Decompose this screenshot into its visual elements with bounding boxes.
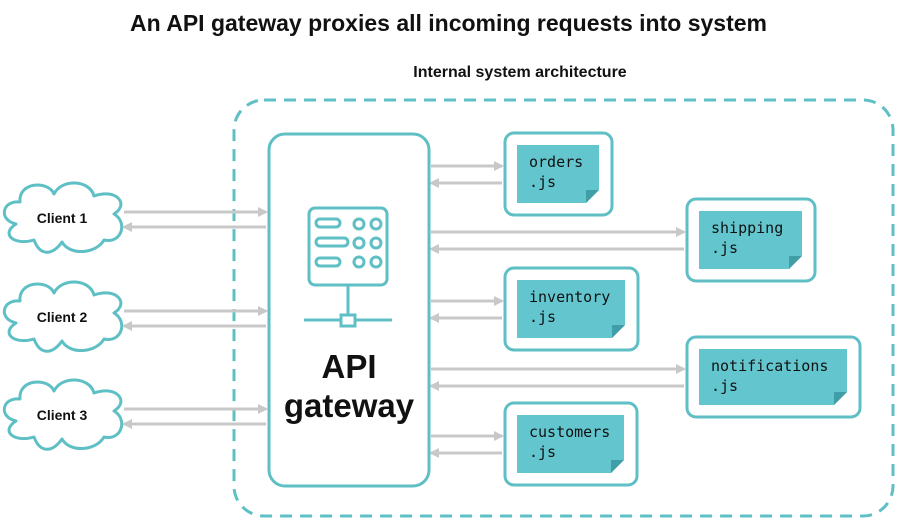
client-2: Client 2: [3, 280, 124, 353]
note-icon: [517, 415, 624, 473]
client-label: Client 3: [37, 407, 88, 423]
service-name: inventory: [529, 288, 610, 306]
client-label: Client 2: [37, 309, 88, 325]
client-3: Client 3: [3, 378, 124, 451]
note-fold: [611, 460, 624, 473]
service-notifications: notifications .js: [685, 335, 862, 419]
diagram-title: An API gateway proxies all incoming requ…: [130, 10, 767, 36]
service-name: shipping: [711, 219, 783, 237]
note-fold: [612, 325, 625, 338]
service-ext: .js: [529, 173, 556, 191]
cloud-icon: [3, 280, 124, 353]
cloud-icon: [3, 378, 124, 451]
note-icon: [517, 145, 599, 203]
service-ext: .js: [529, 308, 556, 326]
gateway-label-line2: gateway: [284, 387, 415, 424]
system-boundary: [232, 98, 895, 518]
gateway-label-line1: API: [321, 348, 376, 385]
service-ext: .js: [529, 443, 556, 461]
note-icon: [699, 349, 847, 405]
client-label: Client 1: [37, 210, 88, 226]
api-gateway: API gateway: [267, 132, 431, 488]
note-icon: [517, 280, 625, 338]
service-name: notifications: [711, 357, 828, 375]
note-fold: [789, 256, 802, 269]
boundary-label: Internal system architecture: [413, 64, 627, 81]
service-name: customers: [529, 423, 610, 441]
client-1: Client 1: [3, 181, 124, 254]
clients-layer: Client 1 Client 2 Client 3: [3, 181, 124, 451]
service-customers: customers .js: [503, 401, 639, 487]
service-inventory: inventory .js: [503, 266, 640, 352]
service-ext: .js: [711, 239, 738, 257]
service-ext: .js: [711, 377, 738, 395]
note-fold: [586, 190, 599, 203]
service-shipping: shipping .js: [685, 197, 817, 283]
service-orders: orders .js: [503, 131, 614, 217]
arrows-layer: [122, 161, 686, 458]
server-icon: [304, 206, 392, 328]
note-icon: [699, 211, 802, 269]
note-fold: [834, 392, 847, 405]
service-name: orders: [529, 153, 583, 171]
services-layer: orders.jsshipping.jsinventory.jsnotifica…: [503, 131, 862, 487]
cloud-icon: [3, 181, 124, 254]
